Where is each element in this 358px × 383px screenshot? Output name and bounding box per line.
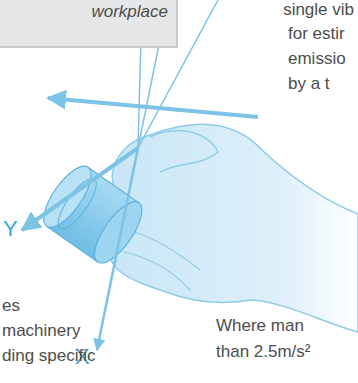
- body-text: ding specific: [2, 346, 96, 366]
- thumb-line: [150, 131, 218, 172]
- axis-label: Y: [3, 216, 18, 242]
- note-text: workplace: [8, 2, 168, 22]
- note-box: workplace: [0, 0, 178, 48]
- body-text: than 2.5m/s²: [216, 342, 311, 362]
- body-text: machinery: [2, 321, 80, 341]
- body-text: emissio: [288, 49, 346, 69]
- finger-line: [124, 252, 190, 290]
- body-text: for estir: [288, 24, 345, 44]
- body-text: Where man: [216, 316, 304, 336]
- body-text: single vib: [283, 0, 354, 20]
- finger-line: [128, 230, 200, 270]
- hand-outline: [109, 125, 358, 332]
- axis-lines: [22, 0, 258, 350]
- body-text: es: [2, 296, 20, 316]
- body-text: by a t: [288, 74, 330, 94]
